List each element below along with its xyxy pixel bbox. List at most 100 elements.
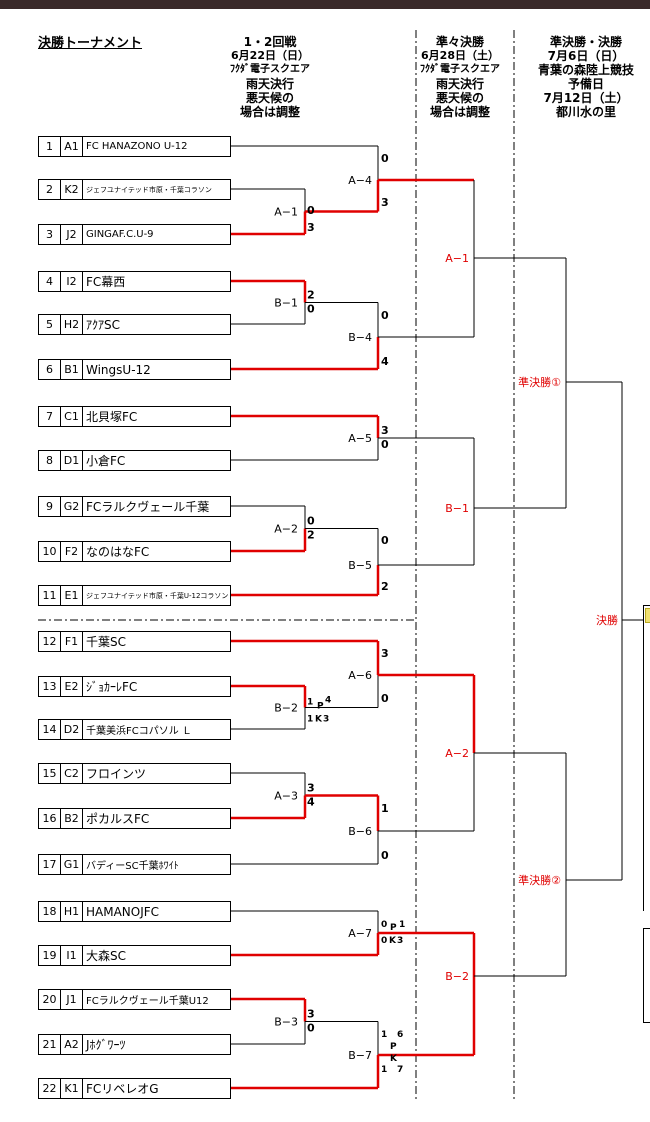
team-seed: J2: [61, 225, 83, 244]
team-name: ジェフユナイテッド市原・千葉コラソン: [86, 185, 212, 194]
score: 4: [381, 355, 389, 368]
header-round12-line: 悪天候の: [245, 91, 294, 105]
team-number: 15: [39, 764, 61, 783]
team-seed: A1: [61, 137, 83, 156]
score: 3: [307, 221, 315, 234]
score: 4: [307, 796, 315, 809]
team-name: バディーSC千葉ﾎﾜｲﾄ: [86, 861, 179, 872]
team-number: 6: [39, 360, 61, 379]
team-name: FC幕西: [86, 275, 126, 289]
header-sf: 準決勝・決勝 7月6日（日） 青葉の森陸上競技 予備日 7月12日（土） 都川水…: [522, 35, 650, 119]
score: 3: [307, 1008, 315, 1021]
match-label: B−2: [274, 702, 298, 715]
match-label: A−4: [348, 174, 372, 187]
score: 4: [325, 696, 331, 706]
team-name: なのはなFC: [86, 545, 150, 559]
team-number: 14: [39, 720, 61, 739]
team-number: 10: [39, 542, 61, 561]
team-name: FCリベレオG: [86, 1082, 159, 1096]
score: 3: [307, 782, 315, 795]
pk-label: P: [317, 702, 324, 712]
match-label: B−2: [445, 970, 469, 983]
match-label: B−7: [348, 1049, 372, 1062]
team-seed: A2: [61, 1035, 83, 1054]
score: 0: [381, 438, 389, 451]
score: 2: [381, 580, 389, 593]
header-qf: 準々決勝 6月28日（土） ﾌｸﾀﾞ電子スクエア 雨天決行 悪天候の 場合は調整: [410, 35, 510, 119]
header-sf-line: 7月12日（土）: [543, 91, 629, 105]
header-sf-line: 都川水の里: [555, 105, 616, 119]
pk-label: K: [315, 715, 323, 725]
match-label: A−5: [348, 432, 372, 445]
match-label: B−5: [348, 559, 372, 572]
match-label: A−3: [274, 790, 298, 803]
match-label: A−1: [274, 206, 298, 219]
team-number: 16: [39, 809, 61, 828]
final-box-header: [645, 608, 650, 623]
pk-label: P: [390, 1042, 397, 1052]
score: 3: [381, 647, 389, 660]
team-name: WingsU-12: [86, 362, 151, 377]
team-seed: B2: [61, 809, 83, 828]
score: 3: [381, 424, 389, 437]
score: 6: [397, 1030, 403, 1040]
team-seed: B1: [61, 360, 83, 379]
team-name: ｱｸｱSC: [86, 318, 120, 332]
team-name: FC HANAZONO U-12: [86, 141, 188, 152]
team-seed: D2: [61, 720, 83, 739]
match-label: B−1: [274, 297, 298, 310]
header-sf-line: 予備日: [567, 77, 604, 91]
team-seed: K2: [61, 180, 83, 199]
team-number: 12: [39, 632, 61, 651]
match-label: B−1: [445, 502, 469, 515]
team-number: 2: [39, 180, 61, 199]
team-name: FCラルクヴェール千葉U12: [86, 996, 209, 1007]
header-qf-line: ﾌｸﾀﾞ電子スクエア: [420, 64, 500, 75]
team-number: 4: [39, 272, 61, 291]
score: 7: [397, 1065, 403, 1075]
team-number: 19: [39, 946, 61, 965]
score: 3: [397, 936, 403, 946]
team-number: 18: [39, 902, 61, 921]
match-label: B−3: [274, 1016, 298, 1029]
header-qf-line: 悪天候の: [435, 91, 484, 105]
team-name: 小倉FC: [86, 454, 126, 468]
team-name: ジェフユナイテッド市原・千葉U-12コラソン: [86, 591, 229, 600]
header-round12: 1・2回戦 6月22日（日） ﾌｸﾀﾞ電子スクエア 雨天決行 悪天候の 場合は調…: [205, 35, 335, 119]
score: 0: [307, 515, 315, 528]
pk-label: K: [389, 936, 397, 946]
team-number: 22: [39, 1079, 61, 1098]
score: 2: [307, 529, 315, 542]
header-qf-line: 6月28日（土）: [421, 49, 499, 62]
match-label: A−7: [348, 927, 372, 940]
team-seed: H2: [61, 315, 83, 334]
match-label: 決勝: [596, 613, 618, 627]
score: 0: [381, 920, 387, 930]
team-number: 8: [39, 451, 61, 470]
team-number: 20: [39, 990, 61, 1009]
header-sf-line: 準決勝・決勝: [549, 35, 622, 49]
score: 1: [307, 715, 313, 725]
page-title: 決勝トーナメント: [38, 36, 143, 51]
score: 0: [381, 152, 389, 165]
team-seed: F2: [61, 542, 83, 561]
header-round12-line: 6月22日（日）: [231, 49, 309, 62]
score: 1: [381, 1065, 387, 1075]
match-label: B−6: [348, 825, 372, 838]
team-name: 千葉SC: [86, 635, 126, 649]
